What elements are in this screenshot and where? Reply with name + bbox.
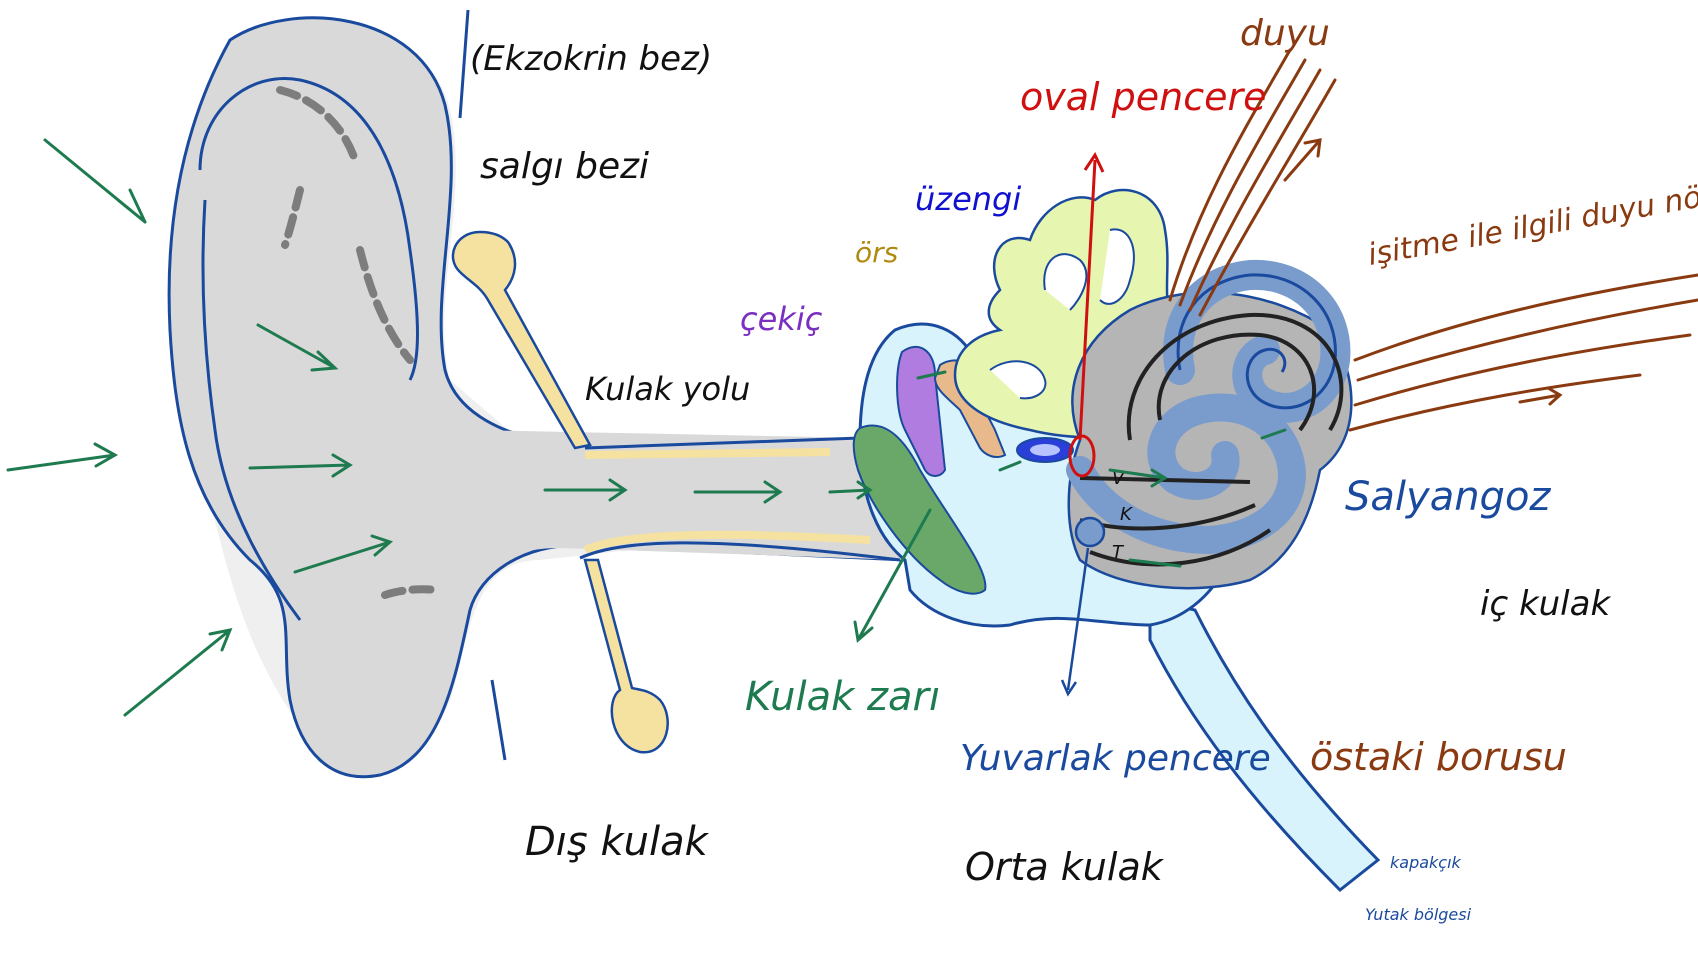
nerve-arrow bbox=[1285, 140, 1320, 180]
label-yutak-bolgesi: Yutak bölgesi bbox=[1365, 905, 1472, 924]
outer-ear bbox=[169, 10, 905, 777]
cochlea: V K T bbox=[1069, 275, 1352, 588]
label-isitme-noronlari: işitme ile ilgili duyu nöronları bbox=[1365, 163, 1698, 273]
lower-gland bbox=[585, 560, 668, 752]
round-window bbox=[1076, 518, 1104, 546]
label-yuvarlak-pencere: Yuvarlak pencere bbox=[960, 738, 1271, 779]
label-dis-kulak: Dış kulak bbox=[525, 819, 710, 865]
label-salgi-bezi: salgı bezi bbox=[480, 146, 649, 187]
canal-top-lining bbox=[585, 452, 830, 455]
label-salyangoz: Salyangoz bbox=[1345, 474, 1551, 520]
label-uzengi: üzengi bbox=[915, 180, 1021, 218]
sound-arrow bbox=[125, 630, 230, 715]
label-kulak-yolu: Kulak yolu bbox=[585, 370, 750, 408]
label-ic-kulak: iç kulak bbox=[1480, 584, 1611, 624]
label-ostaki-borusu: östaki borusu bbox=[1310, 735, 1567, 779]
label-orta-kulak: Orta kulak bbox=[965, 845, 1165, 889]
label-duyu: duyu bbox=[1240, 13, 1330, 54]
label-oval-pencere: oval pencere bbox=[1020, 75, 1267, 119]
nerve-line bbox=[1350, 375, 1640, 430]
label-kapakcik: kapakçık bbox=[1390, 853, 1462, 872]
ear-edge-line bbox=[460, 10, 505, 760]
label-cekic: çekiç bbox=[740, 300, 823, 338]
label-ekzokrin-bez: (Ekzokrin bez) bbox=[470, 39, 712, 79]
sound-arrow bbox=[8, 444, 115, 470]
label-ors: örs bbox=[855, 236, 898, 269]
nerve-line bbox=[1355, 335, 1690, 405]
label-kulak-zari: Kulak zarı bbox=[745, 674, 940, 720]
cochlea-label-k: K bbox=[1120, 504, 1133, 525]
sound-arrow bbox=[45, 140, 145, 222]
nerve-line bbox=[1355, 275, 1698, 360]
stirrup-hole bbox=[1030, 444, 1060, 456]
